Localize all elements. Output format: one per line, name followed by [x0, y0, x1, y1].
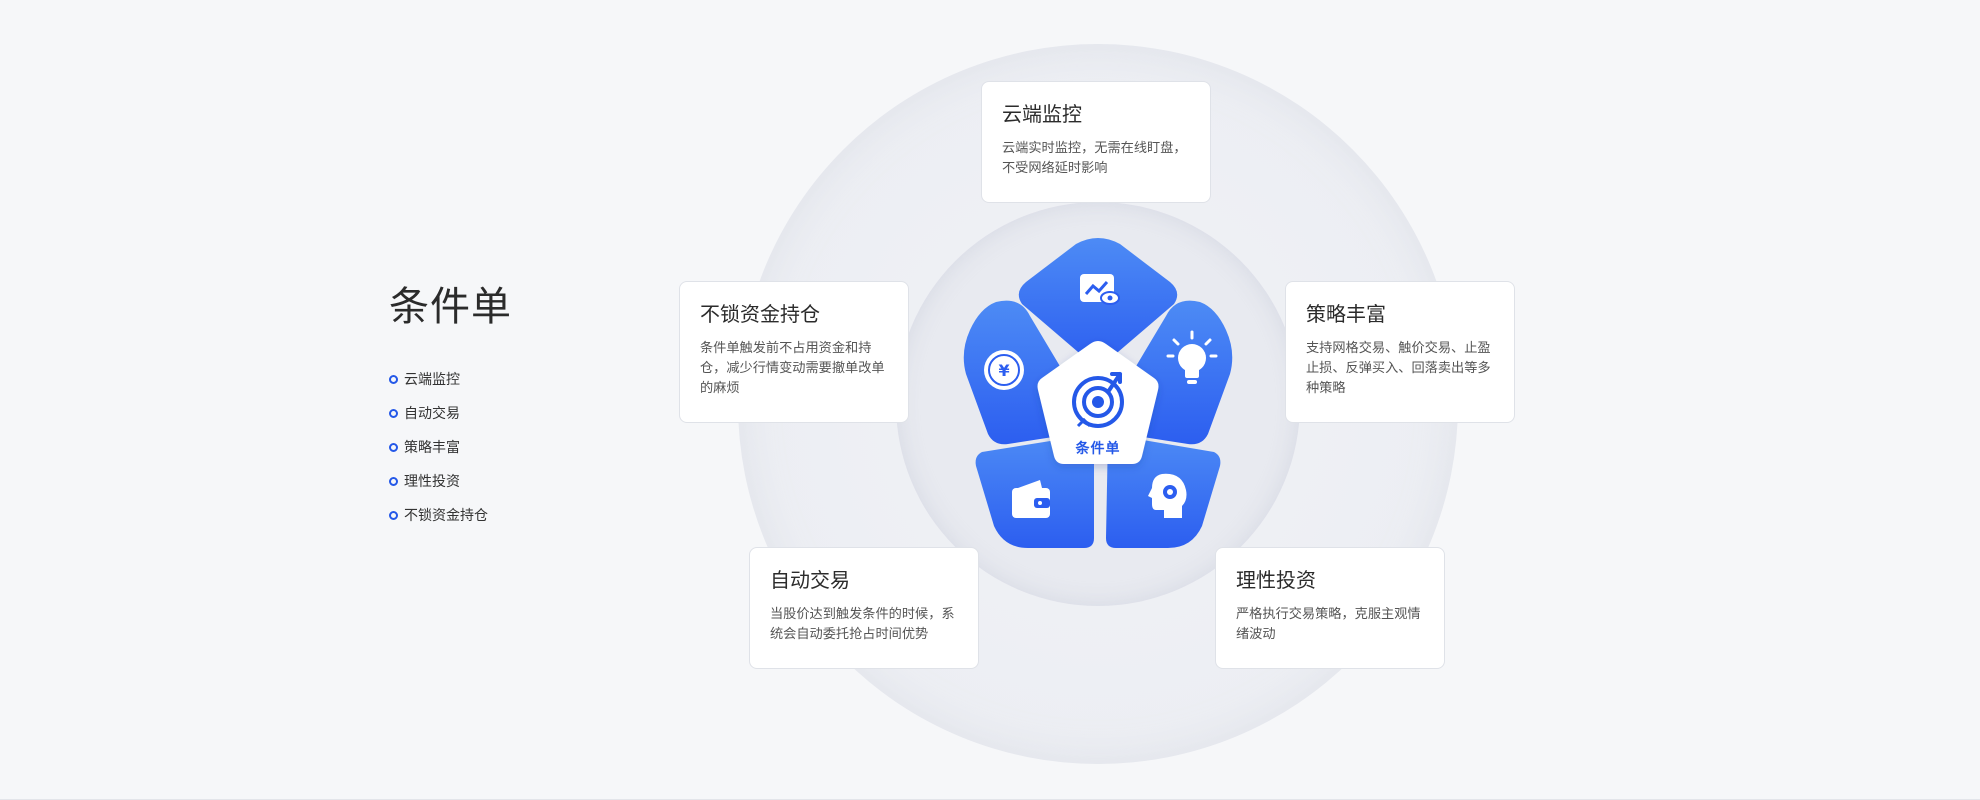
feature-item-capital: 不锁资金持仓 [389, 498, 488, 532]
card-desc: 云端实时监控，无需在线盯盘，不受网络延时影响 [1002, 141, 1187, 176]
card-title: 自动交易 [770, 568, 850, 592]
feature-label: 策略丰富 [404, 440, 460, 456]
chart-eye-icon [1080, 274, 1120, 305]
card-rational-investing: 理性投资 严格执行交易策略，克服主观情绪波动 [1215, 547, 1445, 669]
bullet-icon [389, 374, 398, 384]
svg-text:¥: ¥ [998, 361, 1009, 380]
card-desc: 支持网格交易、触价交易、止盈止损、反弹买入、回落卖出等多种策略 [1306, 341, 1491, 396]
card-cloud-monitoring: 云端监控 云端实时监控，无需在线盯盘，不受网络延时影响 [981, 81, 1211, 203]
card-title: 策略丰富 [1306, 302, 1386, 326]
feature-label: 云端监控 [404, 372, 460, 388]
feature-list: 云端监控 自动交易 策略丰富 理性投资 不锁资金持仓 [389, 362, 488, 532]
card-auto-trading: 自动交易 当股价达到触发条件的时候，系统会自动委托抢占时间优势 [749, 547, 979, 669]
wallet-icon [1012, 480, 1050, 518]
bullet-icon [389, 510, 398, 520]
feature-label: 理性投资 [404, 474, 460, 490]
card-desc: 条件单触发前不占用资金和持仓，减少行情变动需要撤单改单的麻烦 [700, 341, 885, 396]
head-gear-icon [1148, 473, 1187, 518]
center-label: 条件单 [1075, 441, 1121, 457]
card-title: 不锁资金持仓 [700, 302, 820, 326]
target-arrow-icon [1072, 372, 1124, 428]
card-desc: 当股价达到触发条件的时候，系统会自动委托抢占时间优势 [770, 607, 955, 642]
lightbulb-icon [1166, 330, 1218, 384]
bullet-icon [389, 442, 398, 452]
card-no-lock-capital: 不锁资金持仓 条件单触发前不占用资金和持仓，减少行情变动需要撤单改单的麻烦 [679, 281, 909, 423]
card-title: 理性投资 [1236, 568, 1316, 592]
pentagon-diagram: ¥ [963, 238, 1233, 548]
feature-item-cloud: 云端监控 [389, 362, 488, 396]
card-rich-strategies: 策略丰富 支持网格交易、触价交易、止盈止损、反弹买入、回落卖出等多种策略 [1285, 281, 1515, 423]
bullet-icon [389, 408, 398, 418]
feature-label: 自动交易 [404, 406, 460, 422]
feature-item-strategy: 策略丰富 [389, 430, 488, 464]
page-title: 条件单 [389, 284, 512, 330]
card-desc: 严格执行交易策略，克服主观情绪波动 [1236, 607, 1421, 642]
card-title: 云端监控 [1002, 102, 1082, 126]
yuan-coin-icon: ¥ [984, 350, 1024, 390]
feature-item-auto: 自动交易 [389, 396, 488, 430]
feature-item-rational: 理性投资 [389, 464, 488, 498]
bullet-icon [389, 476, 398, 486]
feature-label: 不锁资金持仓 [404, 508, 488, 524]
